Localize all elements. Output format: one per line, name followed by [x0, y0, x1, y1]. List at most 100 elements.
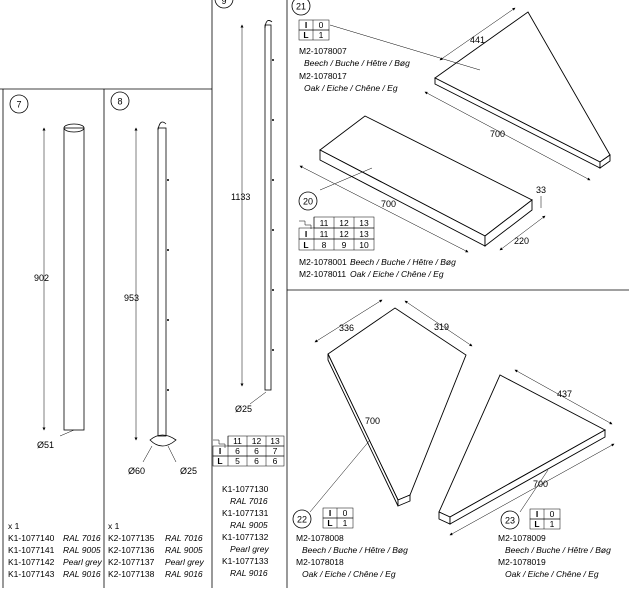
part-21: 21 I L 0 1 M2-1078007 Beech / Buche / Hê…	[291, 0, 611, 181]
part-number: 22	[297, 515, 307, 525]
part-22: 336 319 700 22 I L 0 1 M2-1078008 Beech …	[292, 299, 473, 579]
part-23: 437 700 23 I L 0 1 M2-1078009 Beech / Bu…	[438, 369, 615, 579]
svg-text:L: L	[327, 518, 332, 528]
dim-width: 220	[514, 236, 529, 246]
part-number-circle	[291, 0, 311, 16]
dim-a: 437	[557, 389, 572, 399]
dim-diameter: Ø51	[37, 440, 54, 450]
code-list: K2-1077135 RAL 7016 K2-1077136 RAL 9005 …	[108, 533, 204, 579]
color: RAL 9016	[63, 569, 101, 579]
code: K2-1077136	[108, 545, 155, 555]
cell: 5	[235, 456, 240, 466]
dim-d2: Ø25	[180, 466, 197, 476]
code: M2-1078011	[299, 269, 346, 279]
dim-c: 700	[365, 416, 380, 426]
count-table: 11 12 13 I L 11 12 13 8 9 10	[298, 216, 375, 251]
cell: 13	[270, 436, 280, 446]
part-7: 7 902 Ø51 x 1 K1-1077140 RAL 7016 K1-107…	[8, 94, 102, 579]
cell: 0	[343, 508, 348, 518]
code: M2-1078018	[296, 557, 344, 567]
code: M2-1078001	[299, 257, 347, 267]
code: K1-1077143	[8, 569, 55, 579]
dim-b: 700	[490, 129, 505, 139]
part-number: 8	[117, 97, 122, 107]
wood: Oak / Eiche / Chêne / Eg	[304, 83, 398, 93]
color: RAL 7016	[230, 496, 268, 506]
cell: 7	[273, 446, 278, 456]
color: RAL 7016	[63, 533, 101, 543]
code: K1-1077141	[8, 545, 55, 555]
cell: 6	[235, 446, 240, 456]
color: Pearl grey	[165, 557, 204, 567]
code: K1-1077132	[222, 532, 269, 542]
code: M2-1078009	[498, 533, 546, 543]
dim-length: 1133	[231, 192, 250, 202]
svg-text:L: L	[217, 456, 222, 466]
code: K2-1077138	[108, 569, 155, 579]
part-number: 7	[16, 100, 21, 110]
part-number-circle	[292, 509, 312, 529]
code: K1-1077130	[222, 484, 269, 494]
dim-d1: Ø60	[128, 466, 145, 476]
dim-b: 700	[533, 479, 548, 489]
dim-a: 441	[470, 35, 485, 45]
part-9: 9 1133 Ø25 11 12 13 I L 6 6 7 5	[212, 0, 285, 578]
svg-text:I: I	[305, 229, 307, 239]
cell: 10	[359, 240, 369, 250]
wood: Oak / Eiche / Chêne / Eg	[302, 569, 396, 579]
code: K2-1077137	[108, 557, 155, 567]
cell: 13	[359, 229, 369, 239]
code-list: K1-1077130 RAL 7016 K1-1077131 RAL 9005 …	[222, 484, 269, 578]
part-number: 21	[296, 2, 306, 12]
qty-table: I L 0 1	[298, 19, 330, 41]
color: RAL 9005	[165, 545, 203, 555]
part-8: 8 953 Ø60 Ø25 x 1 K2-1077135 RAL 7016 K2…	[108, 91, 204, 579]
qty-table: I L 0 1	[529, 508, 561, 530]
part-20: 700 220 33 20 11 12 13 I L 11 12 13 8 9 …	[298, 115, 546, 279]
wood: Beech / Buche / Hêtre / Bøg	[505, 545, 611, 555]
cell: 9	[342, 240, 347, 250]
code: M2-1078007	[299, 46, 347, 56]
color: RAL 9016	[230, 568, 268, 578]
svg-text:I: I	[219, 446, 221, 456]
wood: Oak / Eiche / Chêne / Eg	[350, 269, 444, 279]
wood: Beech / Buche / Hêtre / Bøg	[350, 257, 456, 267]
qty-table: I L 0 1	[322, 507, 354, 529]
code-list: K1-1077140 RAL 7016 K1-1077141 RAL 9005 …	[8, 533, 102, 579]
cell: 0	[550, 509, 555, 519]
cell: 12	[339, 229, 349, 239]
part-number-circle	[500, 510, 520, 530]
code: K1-1077131	[222, 508, 269, 518]
part-number-circle	[110, 91, 130, 111]
code: M2-1078008	[296, 533, 344, 543]
wood: Beech / Buche / Hêtre / Bøg	[304, 58, 410, 68]
svg-text:L: L	[534, 519, 539, 529]
cell: 6	[273, 456, 278, 466]
dim-length: 902	[34, 273, 49, 283]
dim-a: 336	[339, 323, 354, 333]
dim-b: 319	[434, 322, 449, 332]
svg-text:L: L	[303, 30, 308, 40]
cell: 1	[550, 519, 555, 529]
part-number-circle	[298, 191, 318, 211]
code: K1-1077133	[222, 556, 269, 566]
code: K2-1077135	[108, 533, 155, 543]
qty: x 1	[8, 521, 20, 531]
svg-text:L: L	[303, 240, 308, 250]
dim-length: 953	[124, 293, 139, 303]
cell: 13	[359, 218, 369, 228]
cell: 12	[339, 218, 349, 228]
part-number: 20	[303, 197, 313, 207]
count-table: 11 12 13 I L 6 6 7 5 6 6	[212, 435, 285, 467]
cell: 11	[320, 229, 329, 239]
svg-text:I: I	[329, 508, 331, 518]
cell: 11	[233, 436, 242, 446]
code: M2-1078019	[498, 557, 546, 567]
code: K1-1077140	[8, 533, 55, 543]
part-number-circle	[9, 94, 29, 114]
part-number: 23	[505, 516, 515, 526]
color: RAL 7016	[165, 533, 203, 543]
dim-thick: 33	[536, 185, 546, 195]
